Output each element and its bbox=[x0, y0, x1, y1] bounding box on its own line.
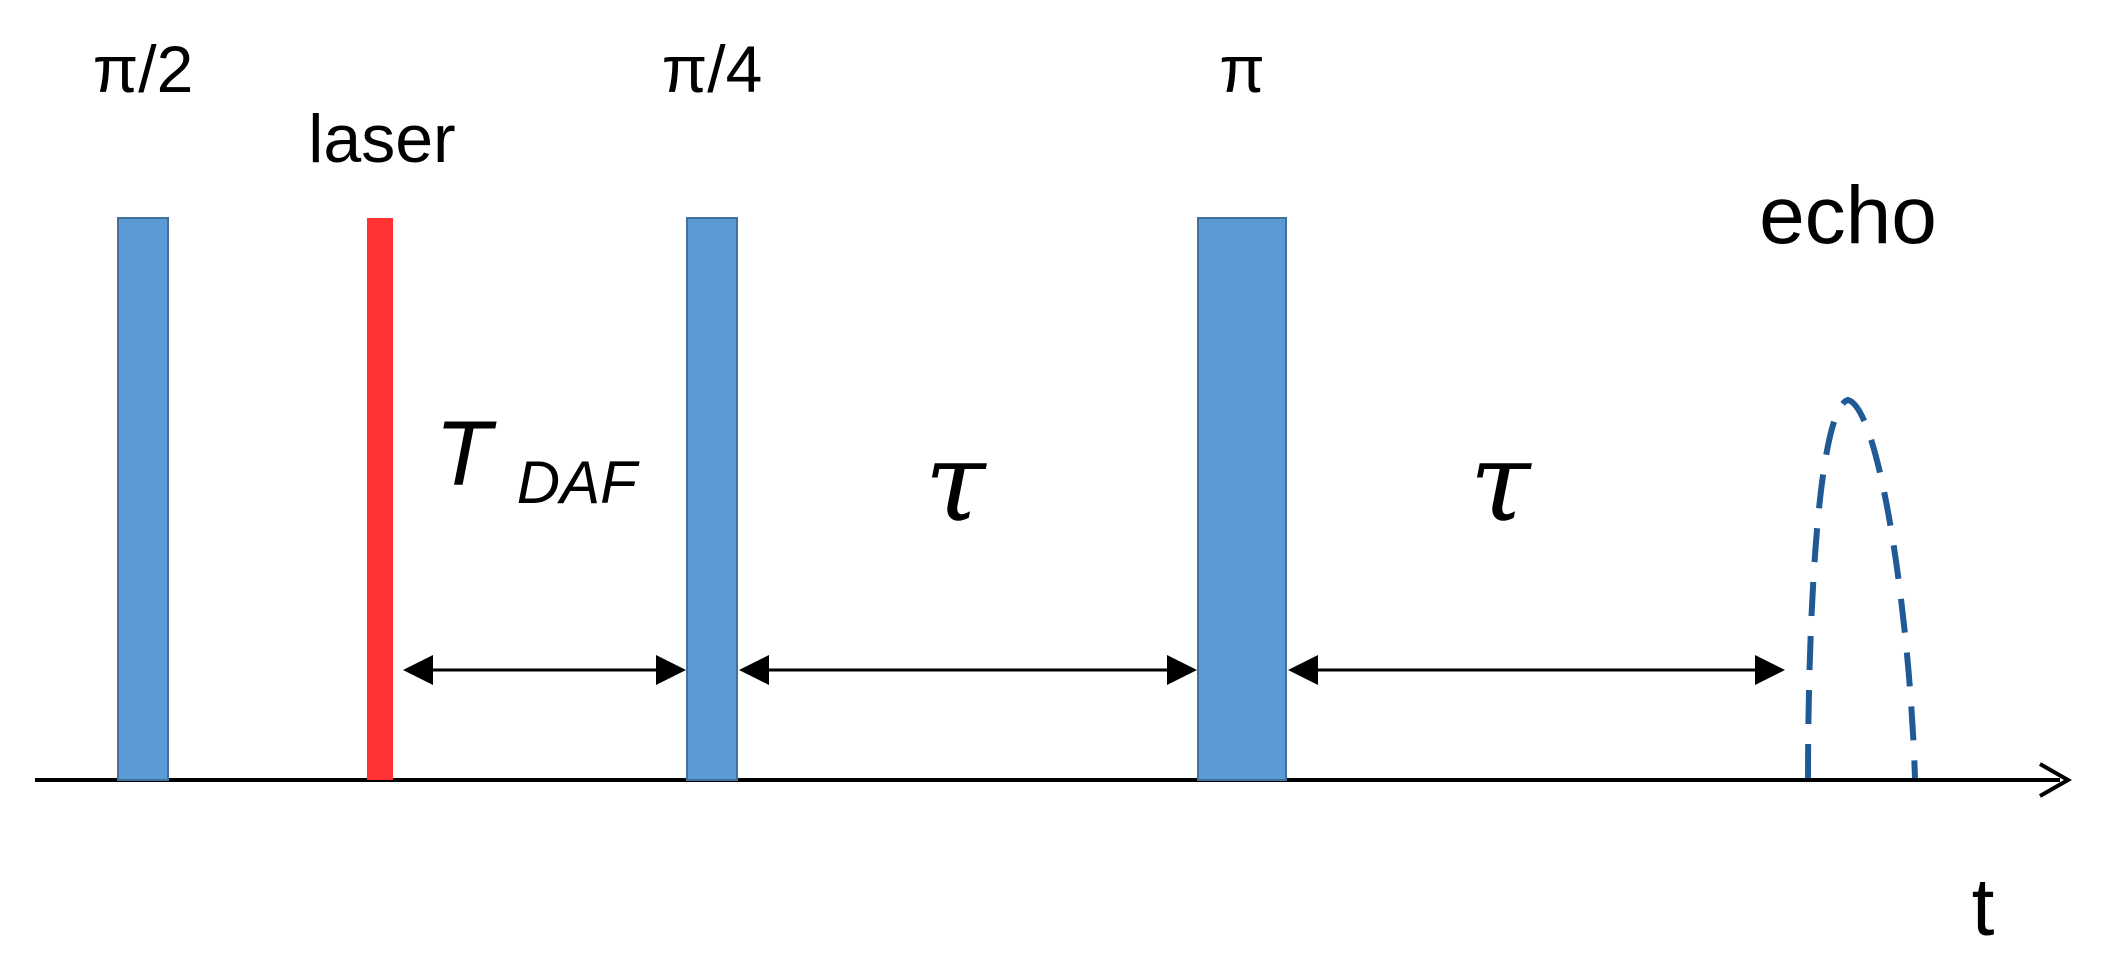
laser-pulse bbox=[367, 218, 393, 780]
echo-label: echo bbox=[1759, 170, 1937, 261]
t-daf-subscript: DAF bbox=[517, 449, 640, 516]
pulse-pi-label: π bbox=[1219, 32, 1265, 106]
pulse-pi-over-2 bbox=[117, 217, 169, 781]
tau-label-first: τ bbox=[925, 418, 988, 546]
tau-label-second: τ bbox=[1470, 418, 1533, 546]
t-daf-label: T DAF bbox=[435, 403, 640, 516]
time-axis-label: t bbox=[1972, 862, 1995, 953]
time-axis-arrowhead bbox=[2039, 762, 2073, 798]
t-daf-main: T bbox=[435, 403, 497, 505]
laser-label: laser bbox=[308, 101, 455, 177]
pulse-pi-over-2-label: π/2 bbox=[93, 32, 194, 106]
pulse-pi-over-4-label: π/4 bbox=[662, 32, 763, 106]
pulse-pi bbox=[1197, 217, 1287, 781]
pulse-pi-over-4 bbox=[686, 217, 738, 781]
echo-signal bbox=[1805, 396, 1918, 779]
